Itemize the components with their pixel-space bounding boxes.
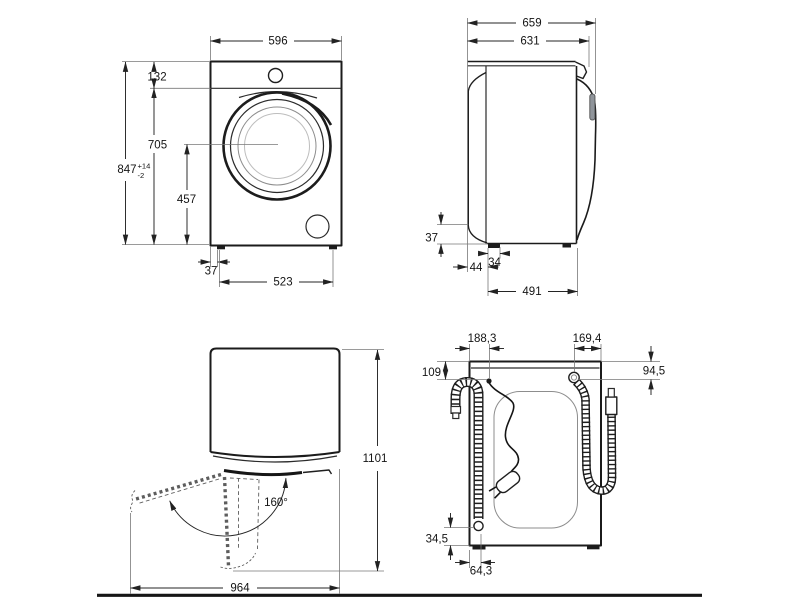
front-panel-label: 132 [147, 72, 166, 84]
door-handle-edge [302, 469, 333, 475]
side-rear-offset-label: 44 [470, 262, 483, 274]
rear-foot-left [472, 545, 486, 550]
door-handle-recess [589, 93, 596, 121]
hose-bottom-height-label: 34,5 [426, 534, 448, 546]
front-dimensions: 596 847 +14 -2 132 705 457 [117, 36, 343, 289]
drain-hose-end-fitting [450, 405, 462, 414]
rear-view: 188,3 169,4 109 94,5 34,5 [422, 333, 665, 578]
front-face-top-line [210, 451, 340, 458]
power-cord [486, 378, 521, 499]
depth-door-open-label: 1101 [363, 453, 388, 465]
foot-front [562, 243, 571, 248]
washer-front-outline [209, 60, 343, 250]
inlet-hose [568, 371, 618, 495]
top-view-door-open: 160° 1101 964 [129, 347, 388, 595]
rear-panel-recess [493, 391, 578, 529]
foot-right [329, 245, 337, 250]
washer-rear-outline [468, 360, 602, 550]
front-height-tol-up: +14 [138, 162, 151, 171]
washer-top-outline [209, 347, 341, 477]
drain-hose-bottom-ring [473, 520, 484, 532]
top-open-dimensions: 1101 964 [129, 349, 388, 595]
front-view: 596 847 +14 -2 132 705 457 [117, 36, 343, 289]
front-height-tol-down: -2 [138, 171, 145, 180]
drain-offset-label: 188,3 [468, 333, 497, 345]
drain-filter-cap [305, 214, 330, 239]
door-swing-arc [169, 477, 289, 537]
foot-rear [488, 243, 500, 248]
drain-hose [450, 377, 484, 532]
rear-foot-right [587, 545, 600, 550]
front-height-label: 847 [117, 164, 136, 176]
foot-left [217, 245, 225, 250]
rear-panel-profile [467, 71, 488, 244]
side-depth-total-label: 659 [522, 18, 541, 30]
inlet-coupling [568, 371, 580, 384]
drain-hose-end-tip [452, 412, 460, 420]
side-feet-span-label: 491 [522, 286, 541, 298]
door-90-end-cap [220, 552, 256, 569]
door-front [222, 91, 333, 201]
door-side-profile [576, 78, 597, 241]
power-plug [488, 470, 521, 499]
door-angle-annotation: 160° [169, 477, 289, 537]
front-face-bottom-line [212, 455, 338, 463]
rear-dimensions: 188,3 169,4 109 94,5 34,5 [422, 333, 665, 578]
side-rear-gap-label: 37 [425, 233, 438, 245]
width-door-open-label: 964 [230, 583, 250, 595]
door-swing-160 [130, 472, 222, 513]
detergent-knob [267, 67, 284, 84]
hose-bottom-offset-label: 64,3 [470, 566, 492, 578]
front-feet-span-label: 523 [273, 277, 292, 289]
door-top-edge [575, 61, 588, 80]
front-width-label: 596 [268, 36, 287, 48]
cord-attach-point [486, 378, 492, 384]
side-depth-body-label: 631 [520, 36, 539, 48]
inlet-offset-label: 169,4 [573, 333, 602, 345]
side-view: 659 631 37 34 44 491 [425, 18, 597, 298]
door-closed-edge [223, 469, 303, 477]
inlet-drop-label: 94,5 [643, 366, 665, 378]
front-door-center-label: 457 [177, 194, 196, 206]
door-swing-90 [220, 476, 260, 569]
door-angle-label: 160° [264, 497, 288, 509]
inlet-connector-nut [605, 396, 618, 416]
drain-drop-label: 109 [422, 367, 441, 379]
front-foot-offset-label: 37 [205, 266, 218, 278]
door-open-end-cap [130, 490, 136, 513]
front-upper-label: 705 [148, 140, 167, 152]
washer-side-outline [467, 60, 597, 248]
inlet-connector-tip [607, 387, 615, 398]
side-dimensions: 659 631 37 34 44 491 [425, 18, 597, 298]
